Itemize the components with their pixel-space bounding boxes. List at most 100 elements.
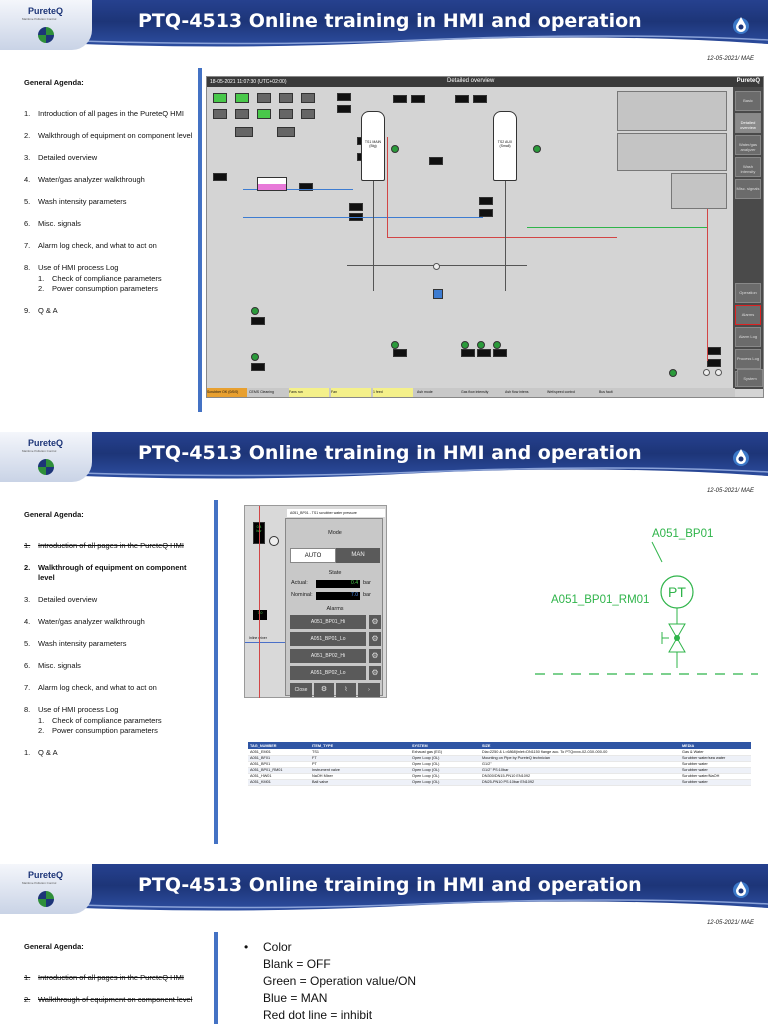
hmi-control-button[interactable] [235, 127, 253, 137]
banner-wave [0, 899, 768, 916]
globe-icon [38, 891, 54, 907]
hmi-pump[interactable] [391, 145, 399, 153]
agenda-item: 5.Wash intensity parameters [24, 197, 127, 206]
table-header: MEDIA [680, 742, 751, 749]
agenda-item-done: 2.Walkthrough of equipment on component … [24, 995, 193, 1004]
hmi-value-display [393, 349, 407, 357]
hmi-control-button[interactable] [277, 127, 295, 137]
slide-title: PTQ-4513 Online training in HMI and oper… [138, 442, 642, 464]
pid-tag-label: A051_BP01_RM01 [551, 594, 650, 606]
hmi-value-display [337, 105, 351, 113]
auto-button[interactable]: AUTO [290, 548, 336, 563]
hmi-control-button[interactable] [279, 109, 293, 119]
agenda-title: General Agenda: [24, 510, 84, 519]
trend-icon[interactable]: ⌇ [336, 683, 356, 697]
banner-wave [0, 467, 768, 484]
hmi-pump[interactable] [391, 341, 399, 349]
hmi-value-display [213, 173, 227, 181]
nominal-value: 7.0 [316, 592, 360, 600]
logo-text: PureteQ [28, 870, 64, 880]
hmi-control-button[interactable] [213, 93, 227, 103]
hmi-nav-wash[interactable]: Wash intensity [735, 157, 761, 177]
slide-3: PureteQ Maritime Pollution Control PTQ-4… [0, 864, 768, 1024]
close-button[interactable]: Close [290, 683, 312, 697]
agenda-item: 8.Use of HMI process Log 1.Check of comp… [24, 705, 199, 736]
logo-text: PureteQ [28, 6, 64, 16]
hmi-nav-system[interactable]: System [737, 369, 763, 387]
divider-bar [198, 68, 202, 412]
alarms-label: Alarms [326, 606, 344, 612]
agenda-item: 3.Detailed overview [24, 153, 98, 162]
hmi-nav-misc[interactable]: Misc. signals [735, 179, 761, 199]
mode-label: Mode [328, 530, 342, 536]
divider-bar [214, 932, 218, 1024]
hmi-gauge [703, 369, 710, 376]
hmi-pump[interactable] [251, 353, 259, 361]
slide-2: PureteQ Maritime Pollution Control PTQ-4… [0, 432, 768, 864]
hmi-control-button[interactable] [213, 109, 227, 119]
title-banner: PureteQ Maritime Pollution Control PTQ-4… [0, 432, 768, 484]
hmi-pump[interactable] [251, 307, 259, 315]
gear-icon[interactable]: ⚙ [369, 649, 381, 663]
water-drop-icon [733, 449, 749, 466]
legend-line: Green = Operation value/ON [263, 974, 417, 988]
hmi-pump[interactable] [493, 341, 501, 349]
hmi-control-button[interactable] [235, 109, 249, 119]
hmi-control-button[interactable] [257, 93, 271, 103]
next-arrow-icon[interactable]: › [358, 683, 380, 697]
pipe-blue [245, 642, 285, 643]
hmi-nav-alarms[interactable]: Alarms [735, 305, 761, 325]
table-header: SIZE [480, 742, 680, 749]
hmi-nav-process-log[interactable]: Process Log [735, 349, 761, 369]
logo-subtitle: Maritime Pollution Control [22, 881, 57, 885]
hmi-gauge [715, 369, 722, 376]
hmi-tank-ts1[interactable]: TS1 MAIN (Big) [361, 111, 385, 181]
agenda-subitem: 1.Check of compliance parameters [38, 716, 162, 725]
hmi-nav-analyzer[interactable]: Water/gas analyzer [735, 135, 761, 155]
actual-unit: bar [363, 580, 371, 586]
agenda-item: 5.Wash intensity parameters [24, 639, 127, 648]
hmi-pump[interactable] [477, 341, 485, 349]
man-button[interactable]: MAN [336, 548, 380, 563]
gear-icon[interactable]: ⚙ [369, 666, 381, 680]
legend-head: Color [263, 940, 292, 954]
settings-gear-icon[interactable]: ⚙ [314, 683, 334, 697]
agenda-item: 7.Alarm log check, and what to act on [24, 683, 157, 692]
logo: PureteQ Maritime Pollution Control [0, 864, 92, 914]
faceplate-window: Mode AUTO MAN State Actual: 0.4 bar Nomi… [285, 518, 383, 697]
alarm-button[interactable]: A051_BP01_Lo [290, 632, 366, 646]
alarm-button[interactable]: A051_BP02_Lo [290, 666, 366, 680]
hmi-brand: PureteQ [736, 78, 760, 84]
agenda-title: General Agenda: [24, 78, 84, 87]
hmi-nav-operation[interactable]: Operation [735, 283, 761, 303]
hmi-nav-alarm-log[interactable]: Alarm Log [735, 327, 761, 347]
hmi-pump[interactable] [669, 369, 677, 377]
hmi-value-display [337, 93, 351, 101]
hmi-value-display [429, 157, 443, 165]
agenda-list: 1.Introduction of all pages in the Puret… [24, 973, 199, 1005]
hmi-nav-detailed[interactable]: Detailed overview [735, 113, 761, 133]
hmi-control-button[interactable] [301, 109, 315, 119]
gear-icon[interactable]: ⚙ [369, 632, 381, 646]
hmi-tank-ts2[interactable]: TS2 AUX (Small) [493, 111, 517, 181]
hmi-control-button[interactable] [257, 109, 271, 119]
alarm-button[interactable]: A051_BP01_Hi [290, 615, 366, 629]
logo-subtitle: Maritime Pollution Control [22, 17, 57, 21]
logo-subtitle: Maritime Pollution Control [22, 449, 57, 453]
hmi-value-display [707, 347, 721, 355]
pid-symbol-text: PT [668, 584, 686, 600]
globe-icon [38, 27, 54, 43]
hmi-control-button[interactable] [235, 93, 249, 103]
hmi-pump[interactable] [533, 145, 541, 153]
gear-icon[interactable]: ⚙ [369, 615, 381, 629]
hmi-control-button[interactable] [301, 93, 315, 103]
hmi-nav-basic[interactable]: Basic [735, 91, 761, 111]
hmi-pump[interactable] [461, 341, 469, 349]
table-header: TAG_NUMBER [248, 742, 310, 749]
faceplate-screenshot: 0.4 bar 7.0 Inline mixer A051_BP01 - TS1… [244, 505, 387, 698]
agenda-list: 1.Introduction of all pages in the Puret… [24, 109, 199, 316]
hmi-control-button[interactable] [279, 93, 293, 103]
alarm-button[interactable]: A051_BP02_Hi [290, 649, 366, 663]
